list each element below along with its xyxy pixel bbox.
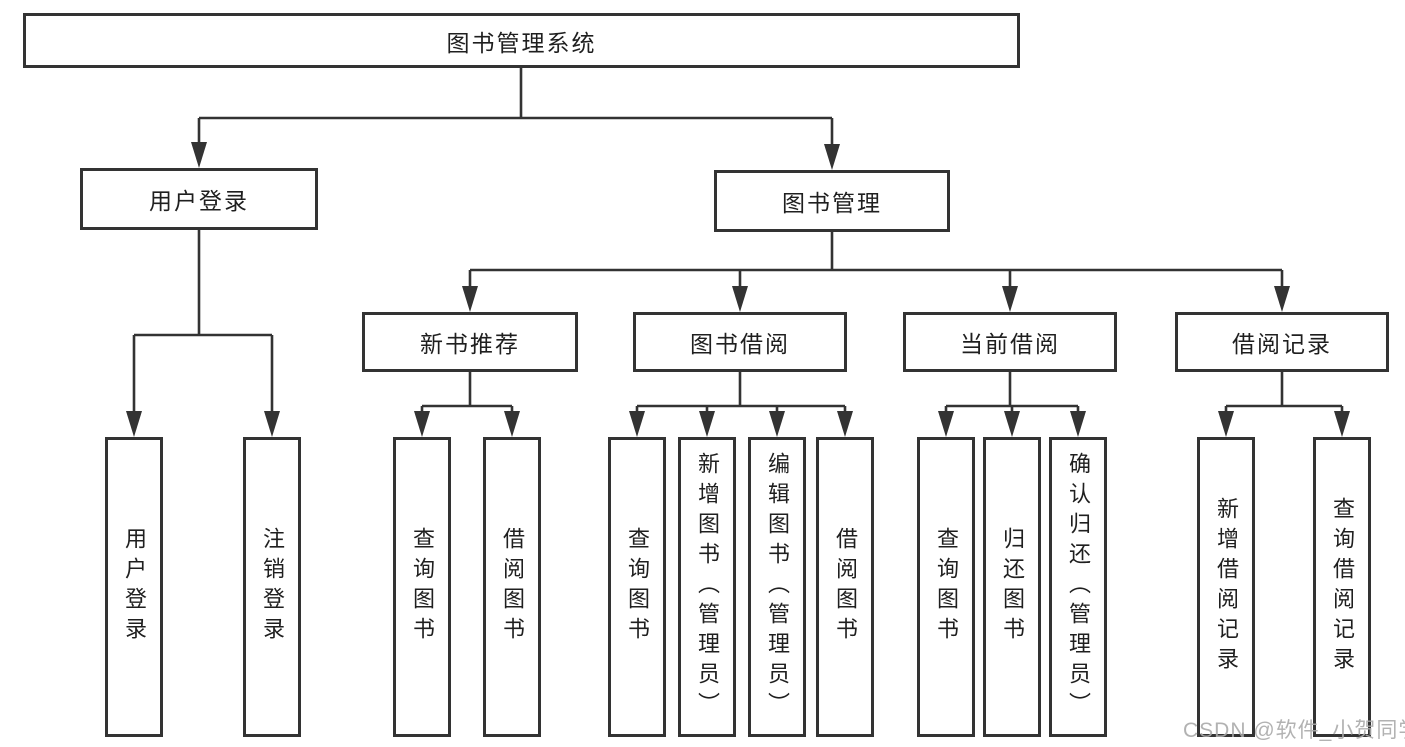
arrow-br-add-record [1218,411,1234,437]
arrow-bb-add-books [699,411,715,437]
node-user-login: 用户登录 [80,168,318,230]
node-current-borrowing: 当前借阅 [903,312,1117,372]
leaf-cb-return-books: 归还图书 [983,437,1041,737]
arrow-leaf-user-login [126,411,142,437]
leaf-logout-label: 注销登录 [260,527,285,647]
arrowheads [126,142,1350,437]
arrow-book-borrowing [732,286,748,312]
leaf-nbr-query-books-label: 查询图书 [410,527,435,647]
leaf-nbr-borrow-books: 借阅图书 [483,437,541,737]
csdn-watermark: CSDN @软件_小贺同学 [1183,719,1405,742]
leaf-bb-add-books-admin-label: 新增图书（管理员） [695,452,720,722]
leaf-bb-query-books-label: 查询图书 [625,527,650,647]
arrow-user-login [191,142,207,168]
node-library-management-system: 图书管理系统 [23,13,1020,68]
arrow-cb-return-books [1004,411,1020,437]
leaf-user-login: 用户登录 [105,437,163,737]
leaf-br-add-record: 新增借阅记录 [1197,437,1255,737]
leaf-nbr-borrow-books-label: 借阅图书 [500,527,525,647]
leaf-bb-query-books: 查询图书 [608,437,666,737]
leaf-bb-borrow-books: 借阅图书 [816,437,874,737]
arrow-bb-query-books [629,411,645,437]
arrow-cb-confirm-return [1070,411,1086,437]
leaf-cb-confirm-return-admin: 确认归还（管理员） [1049,437,1107,737]
leaf-bb-edit-books-admin: 编辑图书（管理员） [748,437,806,737]
leaf-user-login-label: 用户登录 [122,527,147,647]
arrow-bb-borrow-books [837,411,853,437]
leaf-br-query-record: 查询借阅记录 [1313,437,1371,737]
leaf-cb-query-books: 查询图书 [917,437,975,737]
node-borrowing-records: 借阅记录 [1175,312,1389,372]
arrow-bb-edit-books [769,411,785,437]
node-book-management: 图书管理 [714,170,950,232]
arrow-nbr-query-books [414,411,430,437]
node-book-borrowing: 图书借阅 [633,312,847,372]
arrow-leaf-logout [264,411,280,437]
arrow-br-query-record [1334,411,1350,437]
leaf-nbr-query-books: 查询图书 [393,437,451,737]
leaf-cb-query-books-label: 查询图书 [934,527,959,647]
leaf-br-add-record-label: 新增借阅记录 [1214,497,1239,677]
leaf-bb-edit-books-admin-label: 编辑图书（管理员） [765,452,790,722]
node-new-book-recommendation: 新书推荐 [362,312,578,372]
arrow-book-management [824,144,840,170]
arrow-new-book-recommendation [462,286,478,312]
leaf-logout: 注销登录 [243,437,301,737]
leaf-cb-return-books-label: 归还图书 [1000,527,1025,647]
leaf-bb-add-books-admin: 新增图书（管理员） [678,437,736,737]
arrow-nbr-borrow-books [504,411,520,437]
leaf-cb-confirm-return-admin-label: 确认归还（管理员） [1066,452,1091,722]
arrow-current-borrowing [1002,286,1018,312]
arrow-borrowing-records [1274,286,1290,312]
leaf-br-query-record-label: 查询借阅记录 [1330,497,1355,677]
arrow-cb-query-books [938,411,954,437]
leaf-bb-borrow-books-label: 借阅图书 [833,527,858,647]
